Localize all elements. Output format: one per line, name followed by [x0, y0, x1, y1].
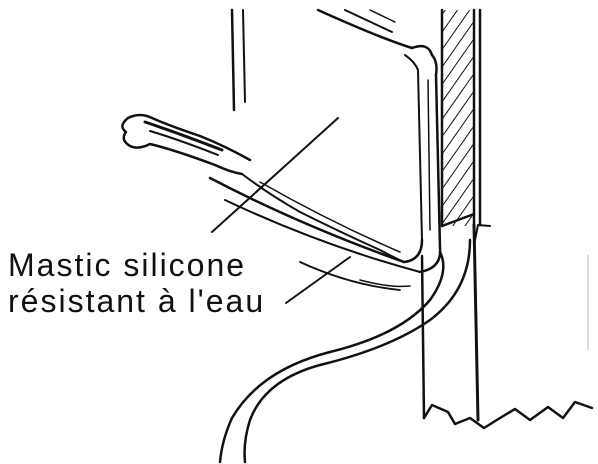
hatched-channel — [440, 8, 476, 228]
callout-label-line-1: Mastic silicone — [8, 247, 247, 283]
callout-leaders — [211, 117, 351, 304]
callout-label-line-2: résistant à l'eau — [8, 283, 266, 319]
wall — [420, 8, 594, 430]
torn-strip — [121, 113, 405, 263]
silicone-bead — [218, 238, 472, 464]
shower-panel — [208, 8, 442, 274]
